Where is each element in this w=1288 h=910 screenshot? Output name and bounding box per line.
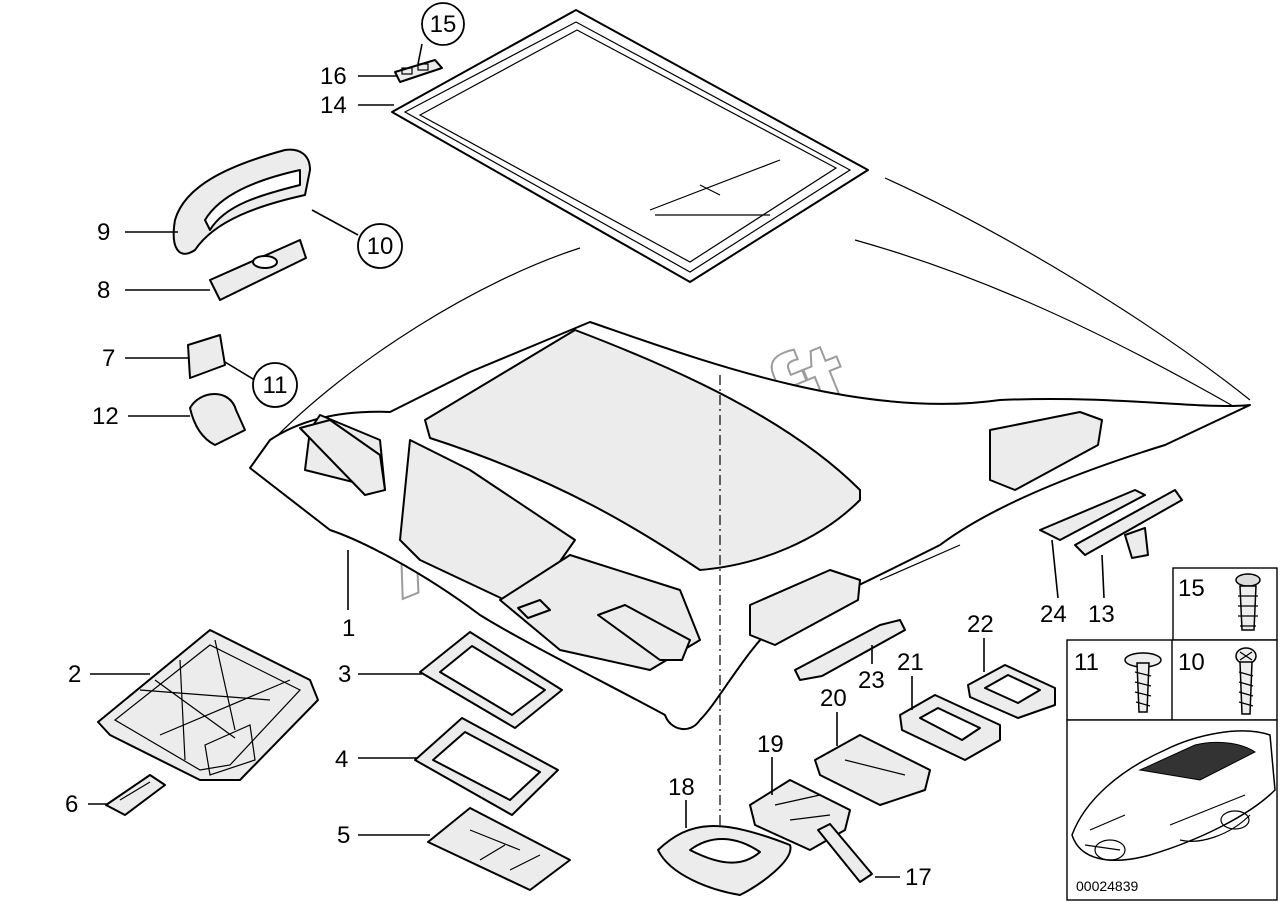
headliner bbox=[249, 321, 1251, 730]
label-1: 1 bbox=[342, 615, 355, 642]
part-9-grab-handle bbox=[172, 148, 311, 255]
label-21: 21 bbox=[897, 649, 924, 676]
label-3: 3 bbox=[338, 661, 351, 688]
box-label-11: 11 bbox=[1074, 649, 1099, 676]
label-7: 7 bbox=[102, 345, 115, 372]
label-23: 23 bbox=[858, 667, 885, 694]
label-5: 5 bbox=[337, 822, 350, 849]
label-18: 18 bbox=[668, 774, 695, 801]
part-4-frame bbox=[414, 717, 559, 816]
leader-lines bbox=[88, 43, 1105, 878]
label-13: 13 bbox=[1088, 601, 1115, 628]
part-13-bracket bbox=[1074, 489, 1183, 559]
fastener-table: 15 11 10 bbox=[1066, 567, 1278, 901]
part-21-frame bbox=[899, 694, 1001, 761]
part-17-clip bbox=[817, 823, 873, 883]
part-23-strap bbox=[794, 619, 906, 681]
circled-label-15: 15 bbox=[430, 11, 457, 38]
label-9: 9 bbox=[97, 219, 110, 246]
box-label-10: 10 bbox=[1178, 649, 1205, 676]
label-16: 16 bbox=[320, 63, 347, 90]
countersunk-screw-icon bbox=[1235, 647, 1257, 715]
part-6-lamp bbox=[105, 774, 166, 816]
part-5-cover bbox=[427, 807, 571, 891]
circled-label-10: 10 bbox=[367, 233, 394, 260]
part-16-clip bbox=[394, 59, 443, 83]
roof-outline bbox=[267, 177, 1251, 446]
callout-labels: 16 14 9 8 7 12 1 2 6 3 4 5 18 19 20 21 2… bbox=[65, 63, 1115, 891]
label-8: 8 bbox=[97, 277, 110, 304]
part-20-housing bbox=[814, 734, 931, 806]
part-22-frame bbox=[967, 664, 1056, 719]
part-24-strap bbox=[1039, 489, 1146, 541]
label-24: 24 bbox=[1040, 601, 1067, 628]
sunroof-panel bbox=[391, 9, 869, 283]
label-20: 20 bbox=[820, 685, 847, 712]
part-7-cover bbox=[187, 334, 226, 379]
part-2-frame bbox=[97, 629, 319, 781]
label-6: 6 bbox=[65, 791, 78, 818]
label-2: 2 bbox=[68, 661, 81, 688]
part-12-clip bbox=[189, 393, 246, 446]
car-thumbnail-icon bbox=[1071, 730, 1276, 862]
circled-label-11: 11 bbox=[263, 372, 288, 399]
part-18-frame bbox=[657, 825, 792, 896]
catalog-number: 00024839 bbox=[1076, 878, 1139, 894]
label-19: 19 bbox=[757, 731, 784, 758]
box-label-15: 15 bbox=[1178, 575, 1205, 602]
label-14: 14 bbox=[320, 92, 347, 119]
screw-icon bbox=[1124, 652, 1162, 713]
label-4: 4 bbox=[335, 746, 348, 773]
push-clip-icon bbox=[1235, 573, 1261, 631]
label-22: 22 bbox=[967, 611, 994, 638]
part-3-frame bbox=[419, 631, 563, 729]
label-17: 17 bbox=[905, 864, 932, 891]
circled-callouts: 15 10 11 bbox=[252, 2, 465, 408]
label-12: 12 bbox=[92, 403, 119, 430]
part-8-bracket bbox=[209, 239, 307, 301]
